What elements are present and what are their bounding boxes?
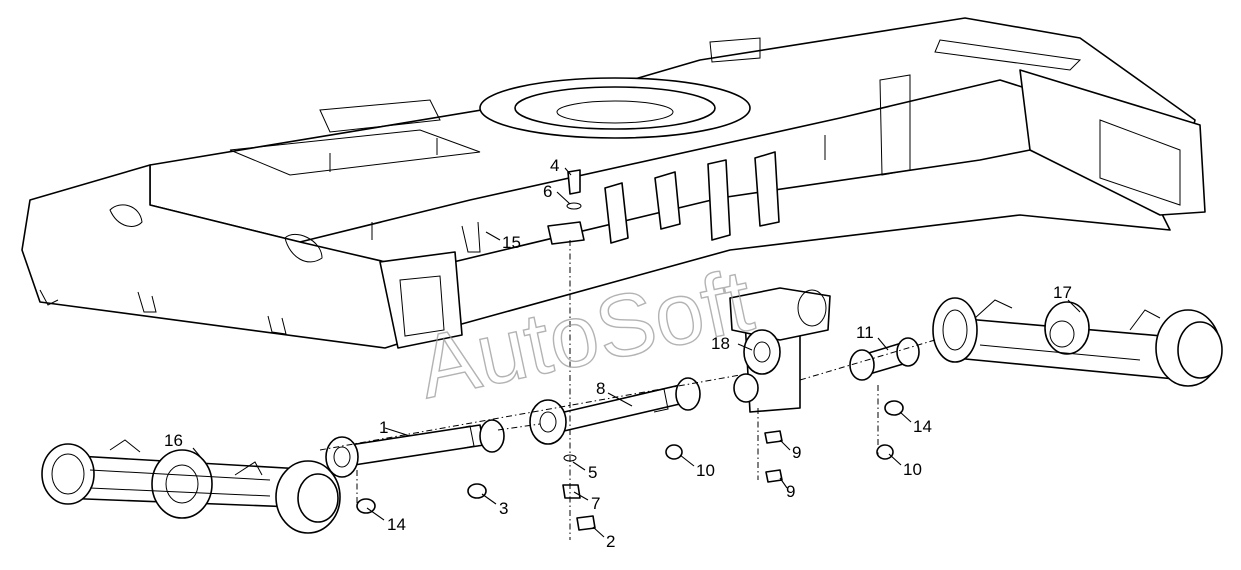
fasteners-drawing xyxy=(356,169,904,531)
callout-10b: 10 xyxy=(903,460,922,479)
callout-14a: 14 xyxy=(387,515,406,534)
shaft-11-drawing xyxy=(849,337,920,381)
frame-drawing xyxy=(21,17,1206,349)
transfer-case-drawing xyxy=(729,287,831,413)
callout-9a: 9 xyxy=(792,443,801,462)
driveshaft-1-drawing xyxy=(325,419,505,478)
callout-labels: 1 2 3 4 5 6 7 8 9 9 10 10 11 14 14 15 16… xyxy=(164,156,1072,551)
callout-15: 15 xyxy=(502,233,521,252)
callout-10a: 10 xyxy=(696,461,715,480)
callout-9b: 9 xyxy=(786,482,795,501)
callout-7: 7 xyxy=(591,494,600,513)
callout-2: 2 xyxy=(606,532,615,551)
rear-axle-drawing xyxy=(932,297,1223,387)
callout-16: 16 xyxy=(164,431,183,450)
callout-14b: 14 xyxy=(913,417,932,436)
callout-8: 8 xyxy=(596,379,605,398)
front-axle-drawing xyxy=(41,439,341,534)
callout-18: 18 xyxy=(711,334,730,353)
callout-11: 11 xyxy=(856,323,874,342)
callout-5: 5 xyxy=(588,463,597,482)
callout-3: 3 xyxy=(499,499,508,518)
leader-lines xyxy=(192,167,1081,538)
callout-1: 1 xyxy=(379,418,388,437)
center-lines xyxy=(319,240,936,540)
callout-6: 6 xyxy=(543,182,552,201)
driveshaft-8-drawing xyxy=(529,377,701,445)
callout-4: 4 xyxy=(550,156,559,175)
callout-17: 17 xyxy=(1053,283,1072,302)
